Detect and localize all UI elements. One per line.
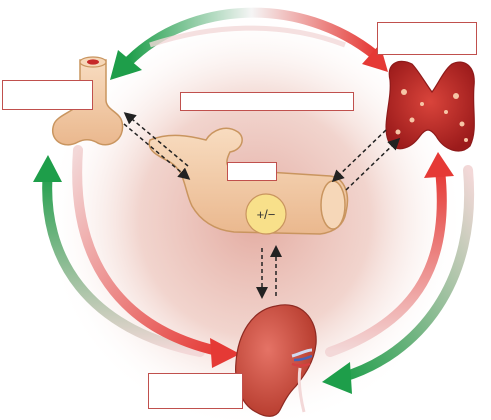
bone-label-box (2, 80, 93, 110)
center-symbol-circle (245, 193, 287, 235)
intestine-icon (148, 127, 349, 235)
kidney-icon (235, 304, 317, 417)
intestine-secondary-label-box (227, 162, 277, 181)
dashed-arrow-thyroid-intestine (331, 129, 401, 191)
right-cycle-arrow (325, 152, 454, 357)
left-inner-cycle-arrow (72, 145, 240, 368)
kidney-label-box (148, 373, 243, 409)
center-symbol: +/− (257, 207, 276, 222)
left-cycle-arrow (33, 155, 205, 357)
right-inner-cycle-arrow (322, 165, 475, 394)
intestine-label-box (180, 92, 354, 111)
thyroid-gland-icon (385, 60, 475, 152)
thyroid-label-box (377, 22, 477, 55)
dashed-arrow-intestine-kidney (256, 245, 282, 299)
